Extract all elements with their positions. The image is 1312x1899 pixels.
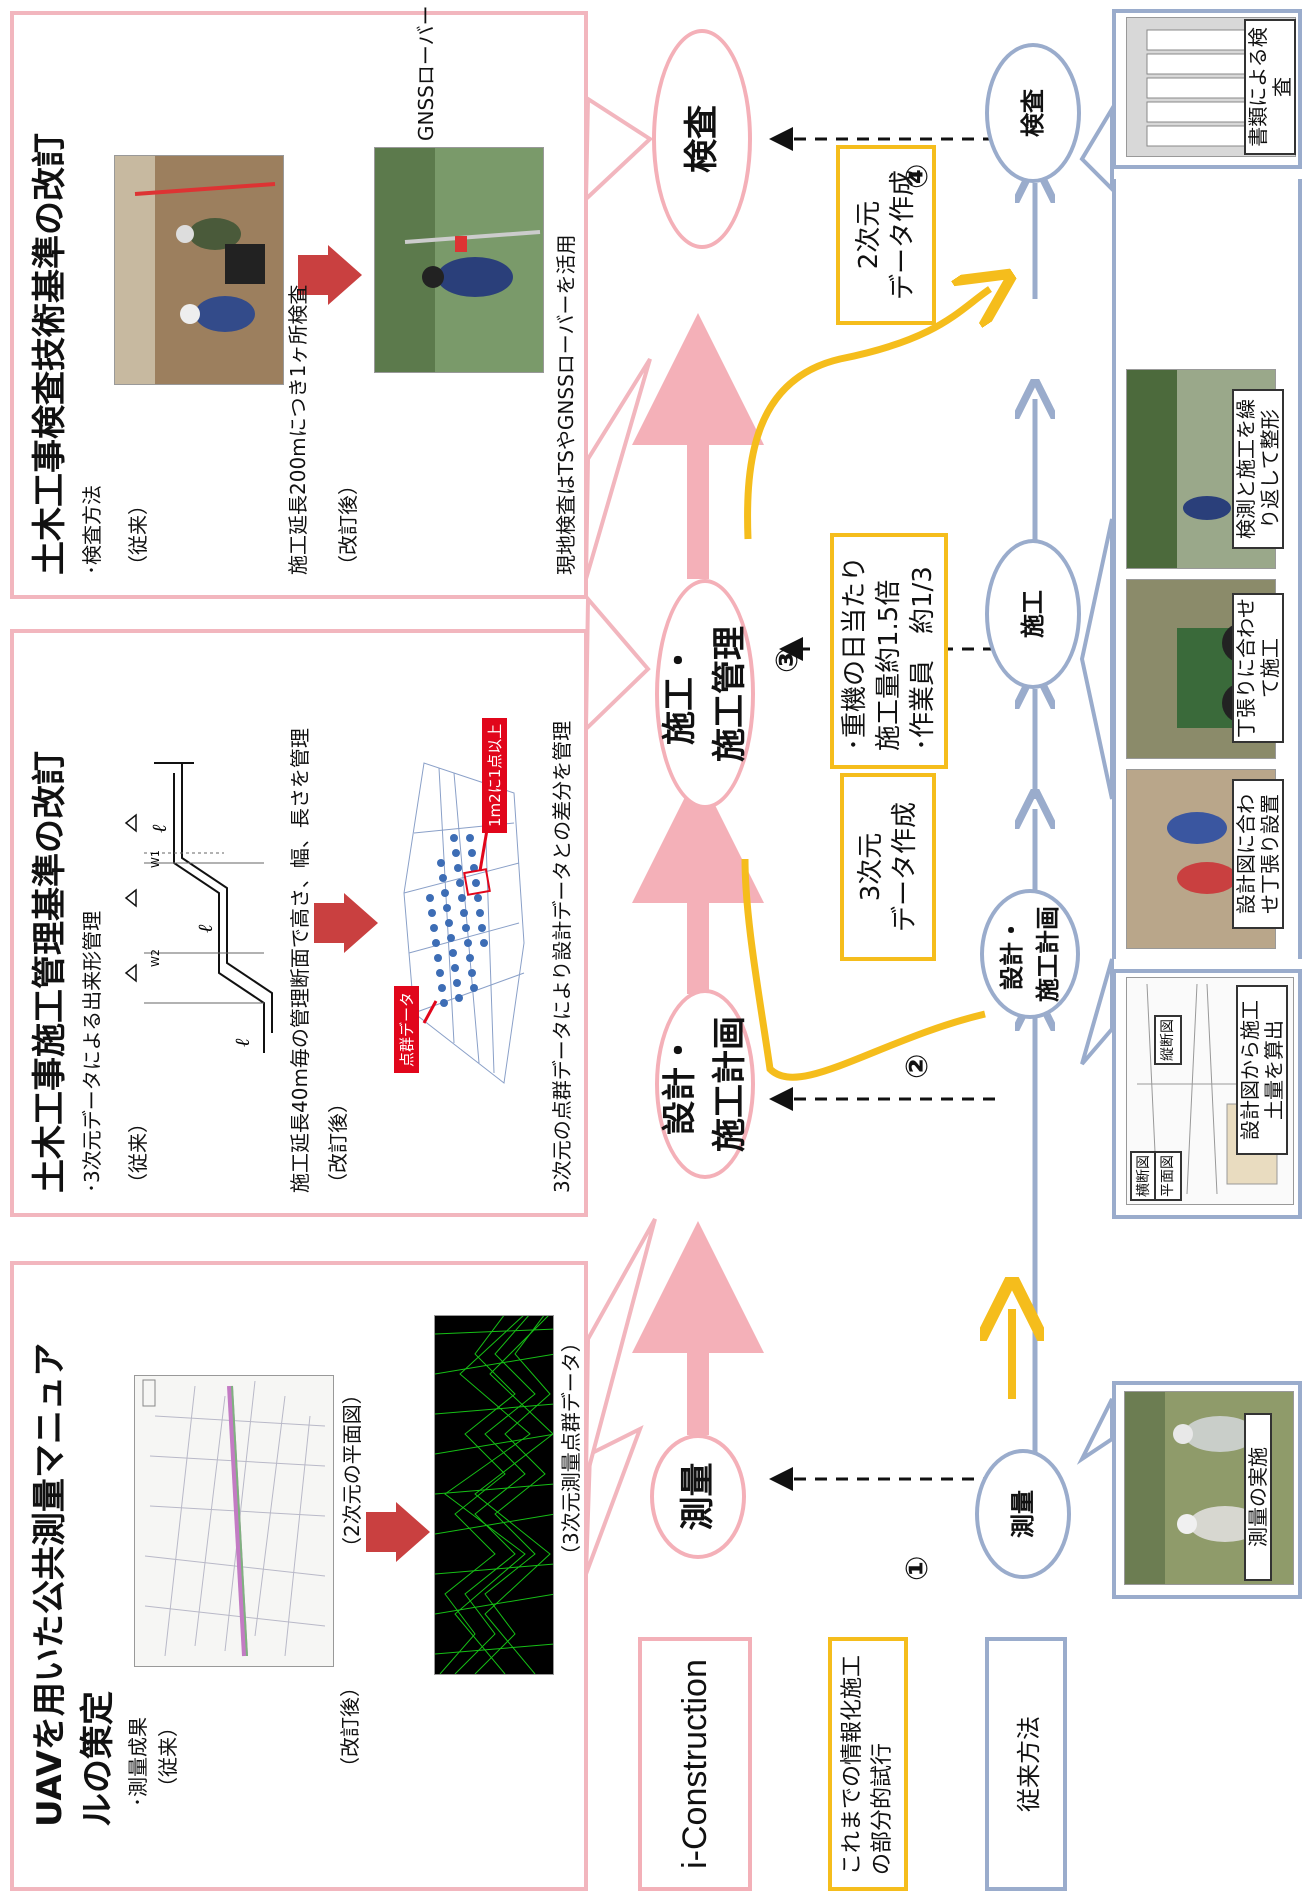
step-number-3: ③ <box>770 647 805 673</box>
panel3-bullet: ･検査方法 <box>80 485 104 575</box>
panel2-title: 土木工事施工管理基準の改訂 <box>30 751 70 1193</box>
panel2-before-note: 施工延長40m毎の管理断面で高さ、幅、長さを管理 <box>288 728 312 1193</box>
2d-plan-image <box>134 1375 334 1667</box>
panel3-title: 土木工事検査技術基準の改訂 <box>30 133 70 575</box>
photo-pointers <box>1076 101 1114 1465</box>
panel3-before-note: 施工延長200mにつき1ヶ所検査 <box>286 284 310 575</box>
panel2-after-label: （改訂後） <box>326 1093 350 1193</box>
caption-construction-2: 丁張りに合わせ て施工 <box>1232 593 1284 743</box>
bottom-ellipse-design: 設計・ 施工計画 <box>980 889 1080 1019</box>
callout-pointers <box>583 95 657 1575</box>
legend-conventional: 従来方法 <box>985 1637 1067 1891</box>
yellow-flow-arrows <box>741 289 1012 1399</box>
panel-inspection-standard: 土木工事検査技術基準の改訂 ･検査方法 （従来） 施工延長200mにつき1ヶ所検… <box>10 5 588 599</box>
photo-frame-design: 横断図 平面図 縦断図 設計図から施工 土量を算出 <box>1112 969 1302 1219</box>
bottom-ellipse-inspection: 検査 <box>985 43 1081 183</box>
top-inspection-label: 検査 <box>682 105 722 173</box>
conventional-inspection-photo <box>114 155 284 385</box>
step-number-4: ④ <box>900 163 935 189</box>
panel1-before-label: （従来） <box>156 1717 180 1797</box>
panel-uav-survey: UAVを用いた公共測量マニュア ルの策定 ･測量成果 （従来） （改訂後） （2… <box>10 1261 588 1891</box>
caption-plan: 平面図 <box>1154 1151 1182 1201</box>
panel1-title-line2: ルの策定 <box>78 1691 118 1827</box>
photo-frame-construction: 設計図に合わ せ丁張り設置 丁張りに合わせ て施工 検測と施工を繰 り返して整形 <box>1112 179 1302 959</box>
box-2d-data-label: 2次元 データ作成 <box>854 170 918 301</box>
point-cloud-dots <box>426 834 488 1007</box>
point-cloud-mesh-diagram <box>403 762 525 1084</box>
top-ellipse-inspection: 検査 <box>652 29 752 249</box>
3d-point-cloud-image <box>434 1315 554 1675</box>
top-construction-label: 施工・ 施工管理 <box>660 626 750 762</box>
bottom-design-label: 設計・ 施工計画 <box>998 906 1062 1002</box>
panel3-change-arrow <box>298 245 362 305</box>
photo-frame-inspection: 書類による検査 <box>1112 9 1302 169</box>
caption-inspection: 書類による検査 <box>1244 19 1296 155</box>
bottom-ellipse-survey: 測量 <box>975 1449 1071 1579</box>
legend-partial-trial: これまでの情報化施工 の部分的試行 <box>828 1637 908 1891</box>
caption-design: 設計図から施工 土量を算出 <box>1236 985 1288 1155</box>
sym-l-2: ℓ <box>193 924 217 933</box>
sym-w1: W1 <box>149 850 162 868</box>
box-productivity-effect: ･重機の日当たり 施工量約1.5倍 ･作業員 約1/3 <box>830 533 948 769</box>
cross-section-diagram: ℓ ℓ ℓ W2 W1 <box>124 762 273 1053</box>
panel1-bullet: ･測量成果 <box>126 1717 150 1807</box>
top-survey-label: 測量 <box>678 1462 718 1531</box>
bottom-construction-label: 施工 <box>1019 590 1047 638</box>
panel3-after-label: （改訂後） <box>336 475 360 575</box>
top-design-label: 設計・ 施工計画 <box>660 1016 750 1152</box>
density-tag: 1m2に1点以上 <box>482 717 507 833</box>
panel1-change-arrow <box>366 1502 430 1562</box>
panel2-change-arrow <box>314 893 378 953</box>
legend-iconstruction: i-Construction <box>638 1637 752 1891</box>
panel2-before-label: （従来） <box>126 1113 150 1193</box>
step-number-1: ① <box>900 1555 935 1581</box>
legend-partial-label: これまでの情報化施工 の部分的試行 <box>840 1654 895 1875</box>
caption-profile: 縦断図 <box>1154 1015 1182 1065</box>
top-ellipse-design: 設計・ 施工計画 <box>655 989 755 1179</box>
step-number-2: ② <box>900 1053 935 1079</box>
bottom-survey-label: 測量 <box>1009 1490 1037 1538</box>
caption-construction-1: 設計図に合わ せ丁張り設置 <box>1232 779 1284 929</box>
panel1-before-caption: （2次元の平面図） <box>340 1384 364 1557</box>
point-cloud-tag: 点群データ <box>394 985 419 1073</box>
top-ellipse-survey: 測量 <box>650 1434 746 1559</box>
gnss-inspection-photo <box>374 147 544 373</box>
photo-frame-survey: 測量の実施 <box>1112 1381 1302 1599</box>
panel-construction-standard: 土木工事施工管理基準の改訂 ･3次元データによる出来形管理 （従来） ℓ <box>10 629 588 1217</box>
panel1-after-label: （改訂後） <box>338 1677 362 1777</box>
panel1-after-caption: （3次元測量点群データ） <box>559 1332 583 1565</box>
box-3d-data-creation: 3次元 データ作成 <box>840 773 936 961</box>
box-3d-data-label: 3次元 データ作成 <box>856 802 920 933</box>
gnss-label: GNSSローバー <box>414 5 438 141</box>
bottom-inspection-label: 検査 <box>1019 89 1047 137</box>
box-effect-label: ･重機の日当たり 施工量約1.5倍 ･作業員 約1/3 <box>840 555 938 751</box>
bottom-ellipse-construction: 施工 <box>985 539 1081 689</box>
sym-w2: W2 <box>149 949 162 967</box>
legend-iconstruction-label: i-Construction <box>675 1659 714 1869</box>
panel3-after-note: 現地検査はTSやGNSSローバーを活用 <box>554 234 578 575</box>
panel2-after-note: 3次元の点群データにより設計データとの差分を管理 <box>550 720 574 1193</box>
panel3-before-label: （従来） <box>126 495 150 575</box>
panel2-bullet: ･3次元データによる出来形管理 <box>80 910 104 1193</box>
legend-conventional-label: 従来方法 <box>1014 1716 1043 1812</box>
sym-l-3: ℓ <box>147 824 171 833</box>
sym-l-1: ℓ <box>230 1038 254 1047</box>
top-ellipse-construction: 施工・ 施工管理 <box>655 579 755 809</box>
caption-survey: 測量の実施 <box>1244 1413 1272 1581</box>
panel1-title-line1: UAVを用いた公共測量マニュア <box>30 1342 70 1827</box>
caption-construction-3: 検測と施工を繰 り返して整形 <box>1232 389 1284 549</box>
